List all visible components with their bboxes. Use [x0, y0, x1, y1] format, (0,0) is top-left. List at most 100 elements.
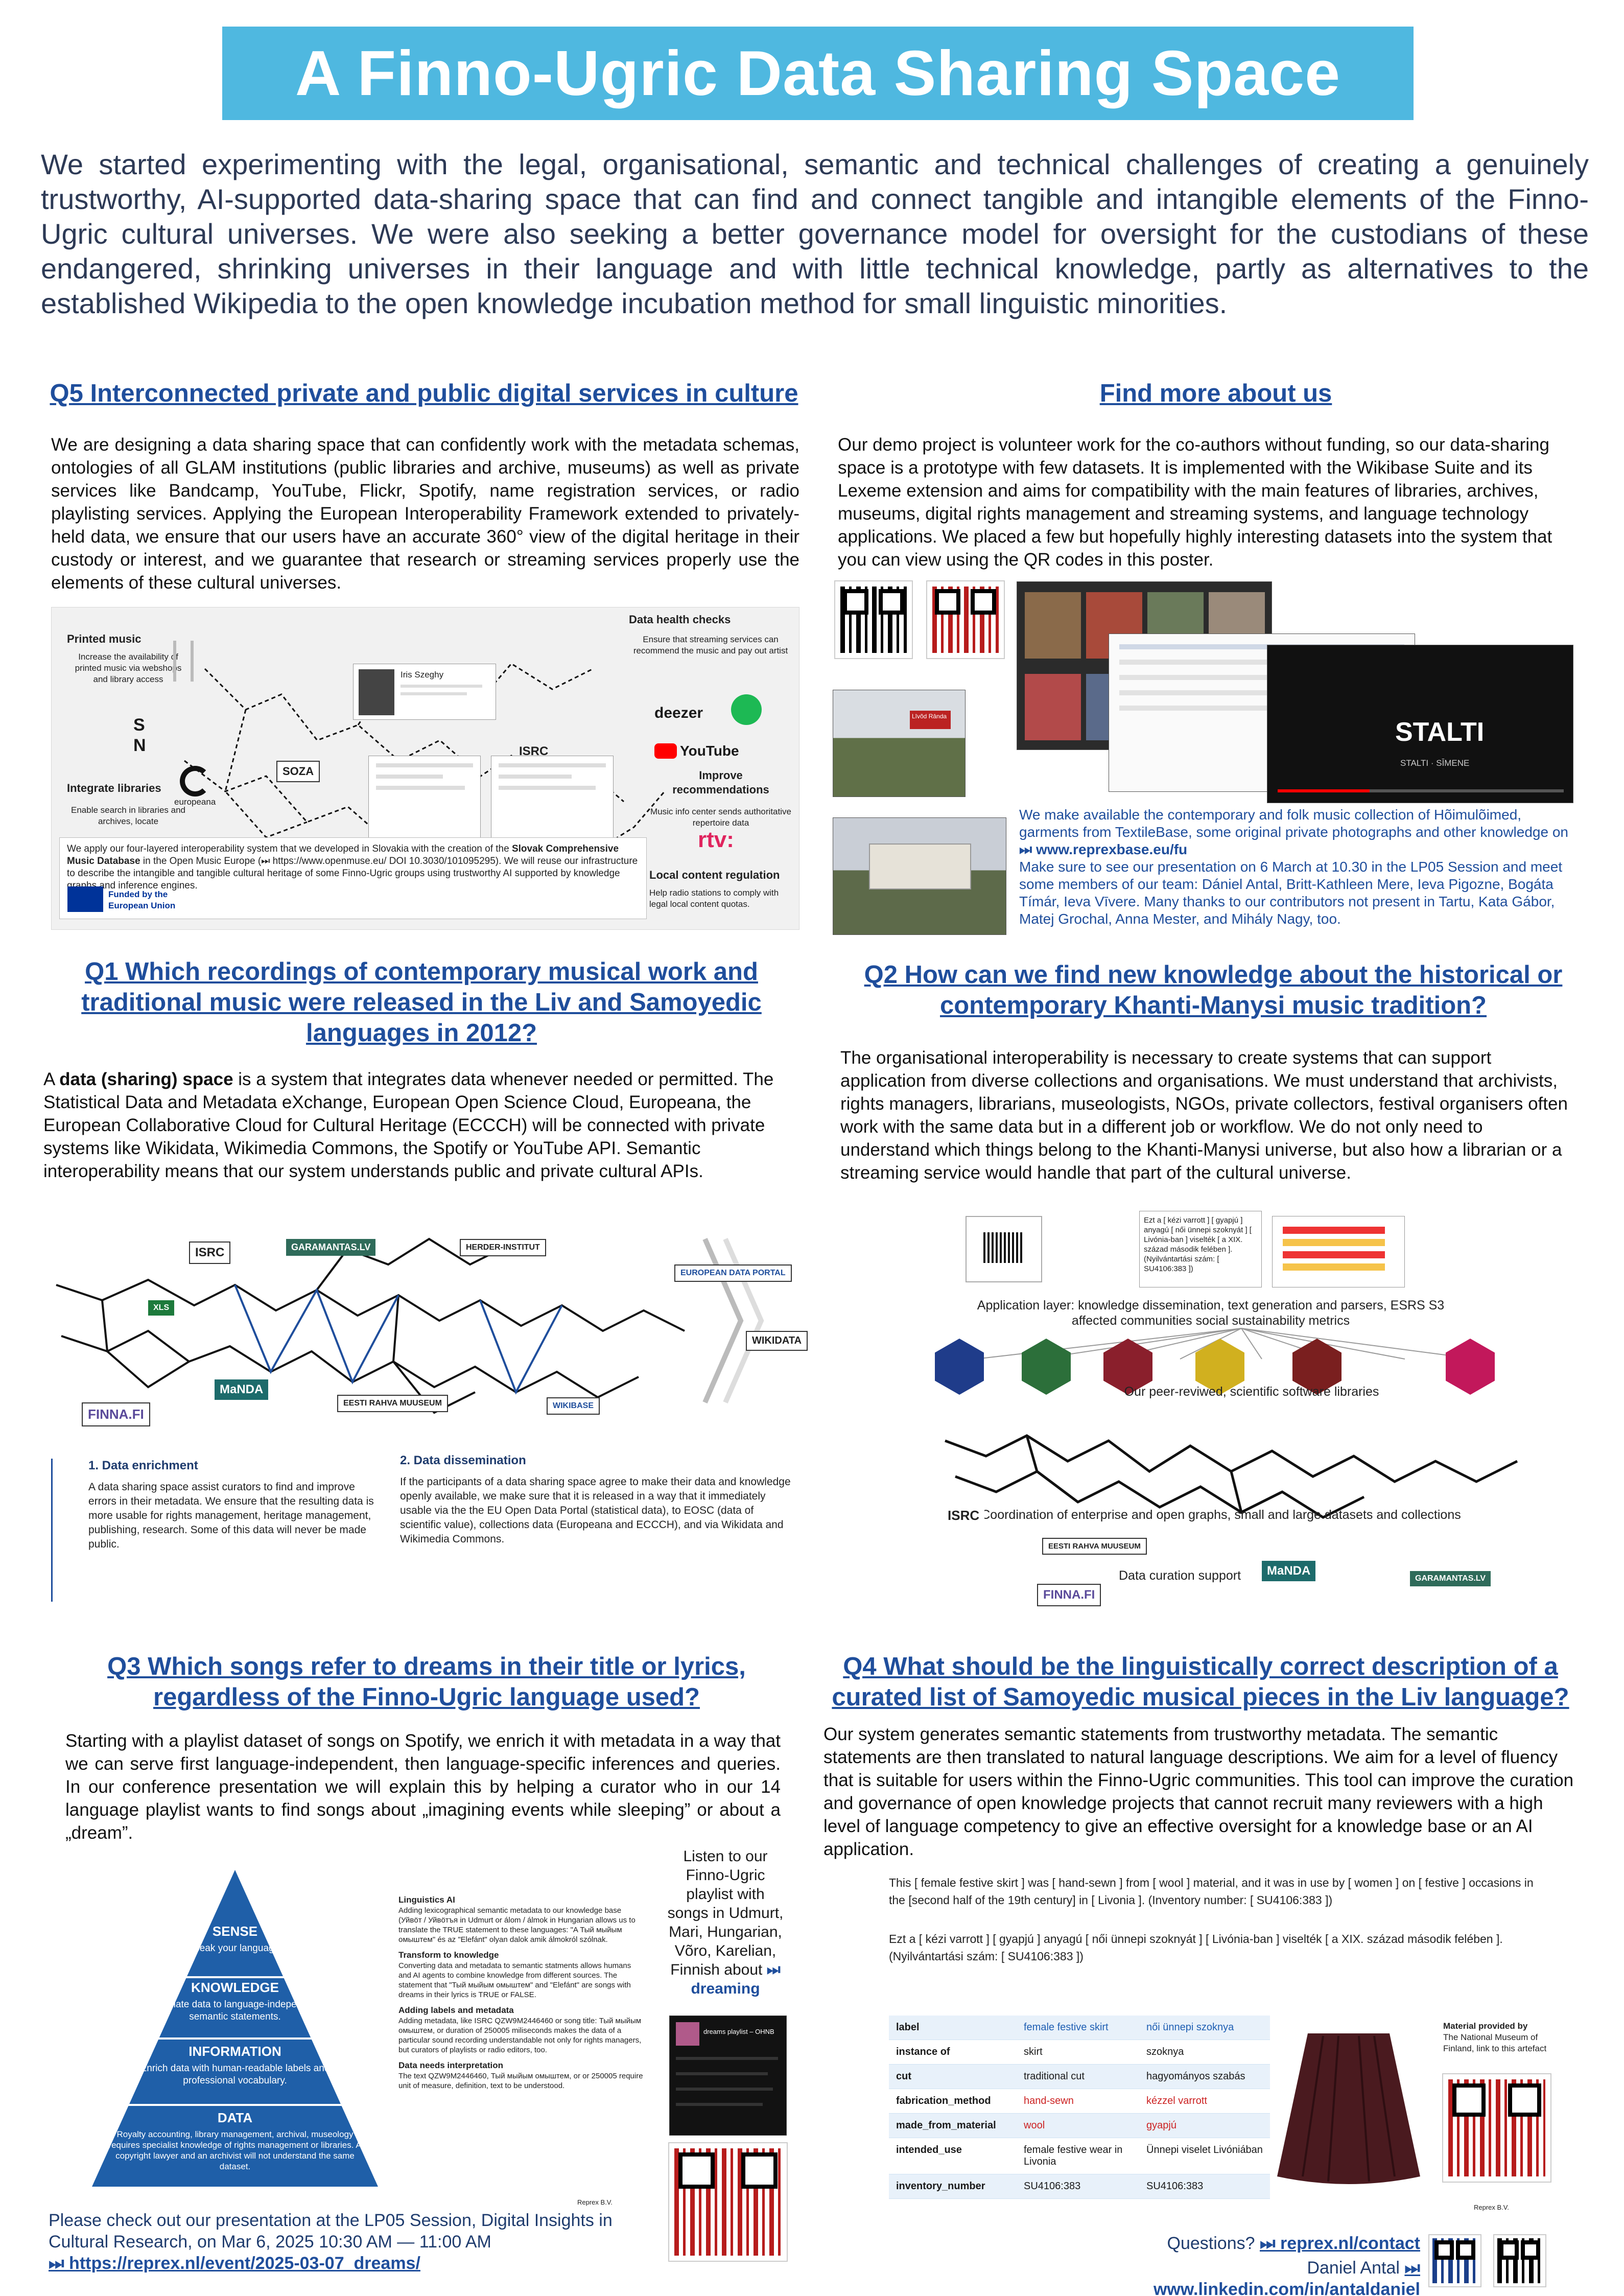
knowledge-title: KNOWLEDGE	[191, 1980, 279, 1995]
q1-logo-garamantas: GARAMANTAS.LV	[286, 1239, 376, 1256]
spotify-logo	[731, 694, 762, 725]
recommend-desc: Music info center sends authoritative re…	[650, 807, 791, 828]
integrate-libraries-block: Integrate libraries Enable search in lib…	[67, 781, 190, 827]
q1-network-lines	[56, 1237, 764, 1414]
knowledge-desc: Translate data to language-independent s…	[149, 1999, 321, 2022]
q3-body: Starting with a playlist dataset of song…	[65, 1731, 781, 1843]
pyramid-shape	[92, 1870, 378, 2187]
qr-reprexbase[interactable]	[834, 580, 913, 659]
q2-title: Q2 How can we find new knowledge about t…	[864, 961, 1563, 1019]
soza-logo: SOZA	[276, 761, 320, 782]
road-photo: Līvõd Rānda	[833, 690, 966, 797]
qr-linkedin[interactable]	[1493, 2234, 1546, 2287]
q1-logo-erm: EESTI RAHVA MUUSEUM	[337, 1395, 448, 1412]
skirt-shape	[1277, 2033, 1420, 2184]
museum-photo	[833, 817, 1006, 935]
note-labels-body: Adding metadata, like ISRC QZW9M2446460 …	[398, 2017, 642, 2054]
listen-block: Listen to our Finno-Ugric playlist with …	[664, 1847, 787, 1998]
skirt-photo	[1272, 2023, 1425, 2187]
pyramid-knowledge: KNOWLEDGE Translate data to language-ind…	[148, 1975, 322, 2023]
contact-link[interactable]: ⏭ reprex.nl/contact	[1259, 2234, 1420, 2253]
q2-logo-garamantas: GARAMANTAS.LV	[1410, 1571, 1491, 1586]
q1-logo-isrc: ISRC	[189, 1241, 231, 1264]
reprexbase-link[interactable]: ⏭ www.reprexbase.eu/fu	[1019, 841, 1188, 857]
spotify-playlist-thumb[interactable]: dreams playlist – OHNB	[669, 2016, 787, 2136]
note-linguistics-body: Adding lexicographical semantic metadata…	[398, 1906, 636, 1944]
stalti-video[interactable]: STALTI STALTI · SĪMENE	[1267, 645, 1573, 803]
qr-contact[interactable]	[1428, 2234, 1481, 2287]
note-transform-title: Transform to knowledge	[398, 1950, 499, 1960]
data-title: DATA	[217, 2110, 253, 2125]
q5-diagram: Printed music Increase the availability …	[51, 607, 799, 930]
contact-footer: Questions? ⏭ reprex.nl/contact Daniel An…	[1042, 2233, 1420, 2296]
dreaming-link[interactable]: ⏭ dreaming	[691, 1961, 781, 1997]
questions-label: Questions?	[1167, 2234, 1255, 2253]
recommend-block: Improve recommendations Music info cente…	[649, 768, 792, 829]
local-content-block: Local content regulation Help radio stat…	[649, 868, 792, 910]
q2-lines	[945, 1328, 1518, 1519]
find-body: Our demo project is volunteer work for t…	[838, 435, 1552, 570]
author-name: Daniel Antal	[1307, 2258, 1400, 2278]
title-banner: A Finno-Ugric Data Sharing Space	[222, 27, 1414, 120]
curation-label: Data curation support	[1119, 1568, 1241, 1583]
rtv-logo: rtv:	[698, 827, 734, 852]
overlay-text: We apply our four-layered interoperabili…	[67, 843, 639, 892]
video-title: STALTI	[1395, 717, 1485, 747]
q4-reprex-credit: Reprex B.V.	[1474, 2204, 1509, 2211]
dissem-title: 2. Data dissemination	[400, 1454, 526, 1467]
sense-desc: Speak your language.	[187, 1943, 283, 1954]
note-interp-body: The text QZW9M2446460, Тый мыйым омыштем…	[398, 2072, 643, 2090]
enrich-title: 1. Data enrichment	[88, 1459, 198, 1472]
qr-artefact[interactable]	[1442, 2073, 1551, 2183]
dissem-body: If the participants of a data sharing sp…	[400, 1476, 791, 1545]
youtube-logo: YouTube	[654, 743, 739, 759]
local-title: Local content regulation	[649, 869, 780, 881]
event-link[interactable]: ⏭ https://reprex.nl/event/2025-03-07_dre…	[49, 2254, 420, 2273]
note-labels-title: Adding labels and metadata	[398, 2005, 514, 2015]
overlay-part-1: We apply our four-layered interoperabili…	[67, 844, 509, 854]
note-transform: Transform to knowledge Converting data a…	[398, 1950, 644, 2000]
questions-line: Questions? ⏭ reprex.nl/contact	[1042, 2233, 1420, 2254]
linkedin-link[interactable]: ⏭ www.linkedin.com/in/antaldaniel	[1153, 2258, 1420, 2296]
overlay-db-name: Slovak Comprehensive Music Database	[67, 844, 619, 866]
q3-footer-text: Please check out our presentation at the…	[49, 2211, 613, 2252]
integrate-title: Integrate libraries	[67, 782, 161, 794]
printed-music-block: Printed music Increase the availability …	[67, 632, 190, 685]
europeana-logo: europeana	[174, 766, 216, 808]
q1-logo-finna: FINNA.FI	[82, 1402, 150, 1426]
dissem-block: 2. Data dissemination If the participant…	[400, 1454, 793, 1547]
q2-chart-thumb	[1272, 1216, 1405, 1287]
q2-logo-manda: MaNDA	[1262, 1561, 1316, 1581]
local-desc: Help radio stations to comply with legal…	[649, 888, 779, 909]
page-title: A Finno-Ugric Data Sharing Space	[295, 38, 1341, 109]
q1-lead-bold: data (sharing) space	[59, 1069, 233, 1089]
q5-body: We are designing a data sharing space th…	[51, 435, 799, 593]
note-labels: Adding labels and metadata Adding metada…	[398, 2005, 644, 2055]
q1-body: A data (sharing) space is a system that …	[43, 1068, 799, 1183]
material-credit: Material provided by The National Museum…	[1443, 2021, 1556, 2054]
caption-part-2: Make sure to see our presentation on 6 M…	[1019, 859, 1563, 927]
q1-logo-wikidata: WIKIDATA	[746, 1331, 808, 1351]
eu-flag	[67, 886, 103, 912]
q1-title: Q1 Which recordings of contemporary musi…	[81, 958, 762, 1047]
dikw-pyramid: SENSE Speak your language. KNOWLEDGE Tra…	[92, 1870, 378, 2187]
integrate-desc: Enable search in libraries and archives,…	[71, 805, 185, 826]
q1-network: ISRC GARAMANTAS.LV HERDER-INSTITUT WIKID…	[41, 1219, 808, 1433]
person-name: Iris Szeghy	[401, 670, 444, 680]
if-logo	[173, 641, 194, 682]
printed-music-title: Printed music	[67, 632, 142, 645]
q5-title: Q5 Interconnected private and public dig…	[50, 380, 798, 407]
qr-dataset[interactable]	[926, 580, 1005, 659]
printed-music-desc: Increase the availability of printed mus…	[75, 652, 182, 684]
stmt-hu: Ezt a [ kézi varrott ] [ gyapjú ] anyagú…	[889, 1932, 1503, 1963]
qr-playlist[interactable]	[668, 2142, 788, 2262]
app-layer-label: Application layer: knowledge disseminati…	[977, 1298, 1445, 1328]
q2-diagram: Ezt a [ kézi varrott ] [ gyapjú ] anyagú…	[935, 1211, 1558, 1584]
q1-logo-manda: MaNDA	[215, 1379, 269, 1400]
enrich-body: A data sharing space assist curators to …	[88, 1481, 374, 1550]
slovak-overlay: We apply our four-layered interoperabili…	[59, 837, 647, 919]
